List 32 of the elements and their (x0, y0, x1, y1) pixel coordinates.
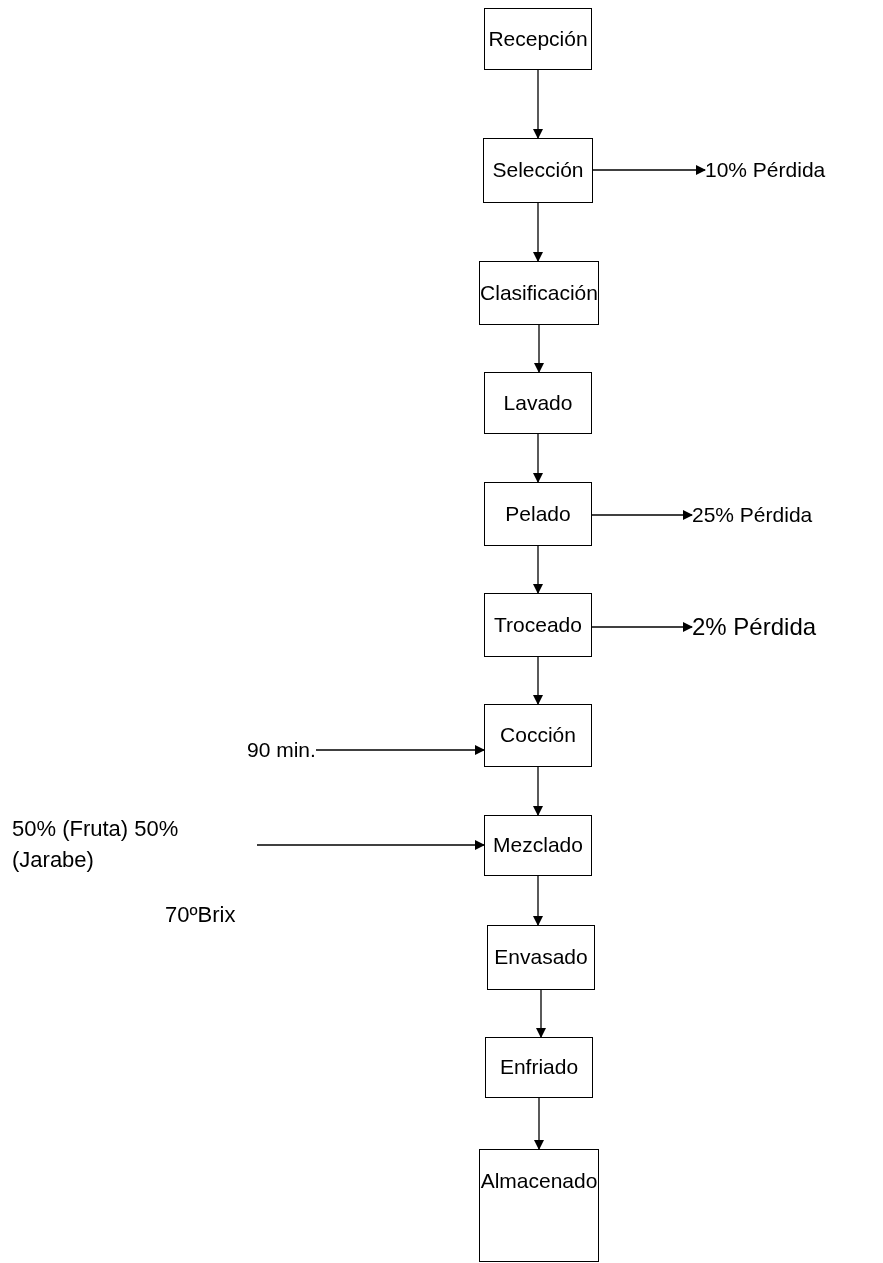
arrow (534, 1097, 544, 1150)
arrow (534, 324, 544, 373)
arrow (533, 545, 543, 594)
arrow (591, 510, 693, 520)
process-box: Clasificación (479, 261, 599, 325)
loss-note: 2% Pérdida (692, 610, 872, 644)
loss-note: 25% Pérdida (692, 498, 872, 532)
arrow (533, 69, 543, 139)
arrow (256, 840, 485, 850)
process-box: Selección (483, 138, 593, 203)
process-box: Envasado (487, 925, 595, 990)
process-box: Lavado (484, 372, 592, 434)
arrow (533, 766, 543, 816)
arrow (533, 656, 543, 705)
input-note: 50% (Fruta) 50% (Jarabe) (12, 812, 257, 878)
process-box: Enfriado (485, 1037, 593, 1098)
note-text: 70ºBrix (165, 901, 236, 929)
input-note: 90 min. (247, 733, 316, 767)
process-box: Troceado (484, 593, 592, 657)
arrow (315, 745, 485, 755)
arrow (536, 989, 546, 1038)
arrow (533, 433, 543, 483)
arrow (533, 202, 543, 262)
loss-note: 10% Pérdida (705, 153, 875, 187)
arrow (533, 875, 543, 926)
process-box: Almacenado (479, 1149, 599, 1262)
arrow (591, 622, 693, 632)
process-box: Cocción (484, 704, 592, 767)
process-box: Pelado (484, 482, 592, 546)
process-box: Recepción (484, 8, 592, 70)
arrow (592, 165, 706, 175)
process-box: Mezclado (484, 815, 592, 876)
